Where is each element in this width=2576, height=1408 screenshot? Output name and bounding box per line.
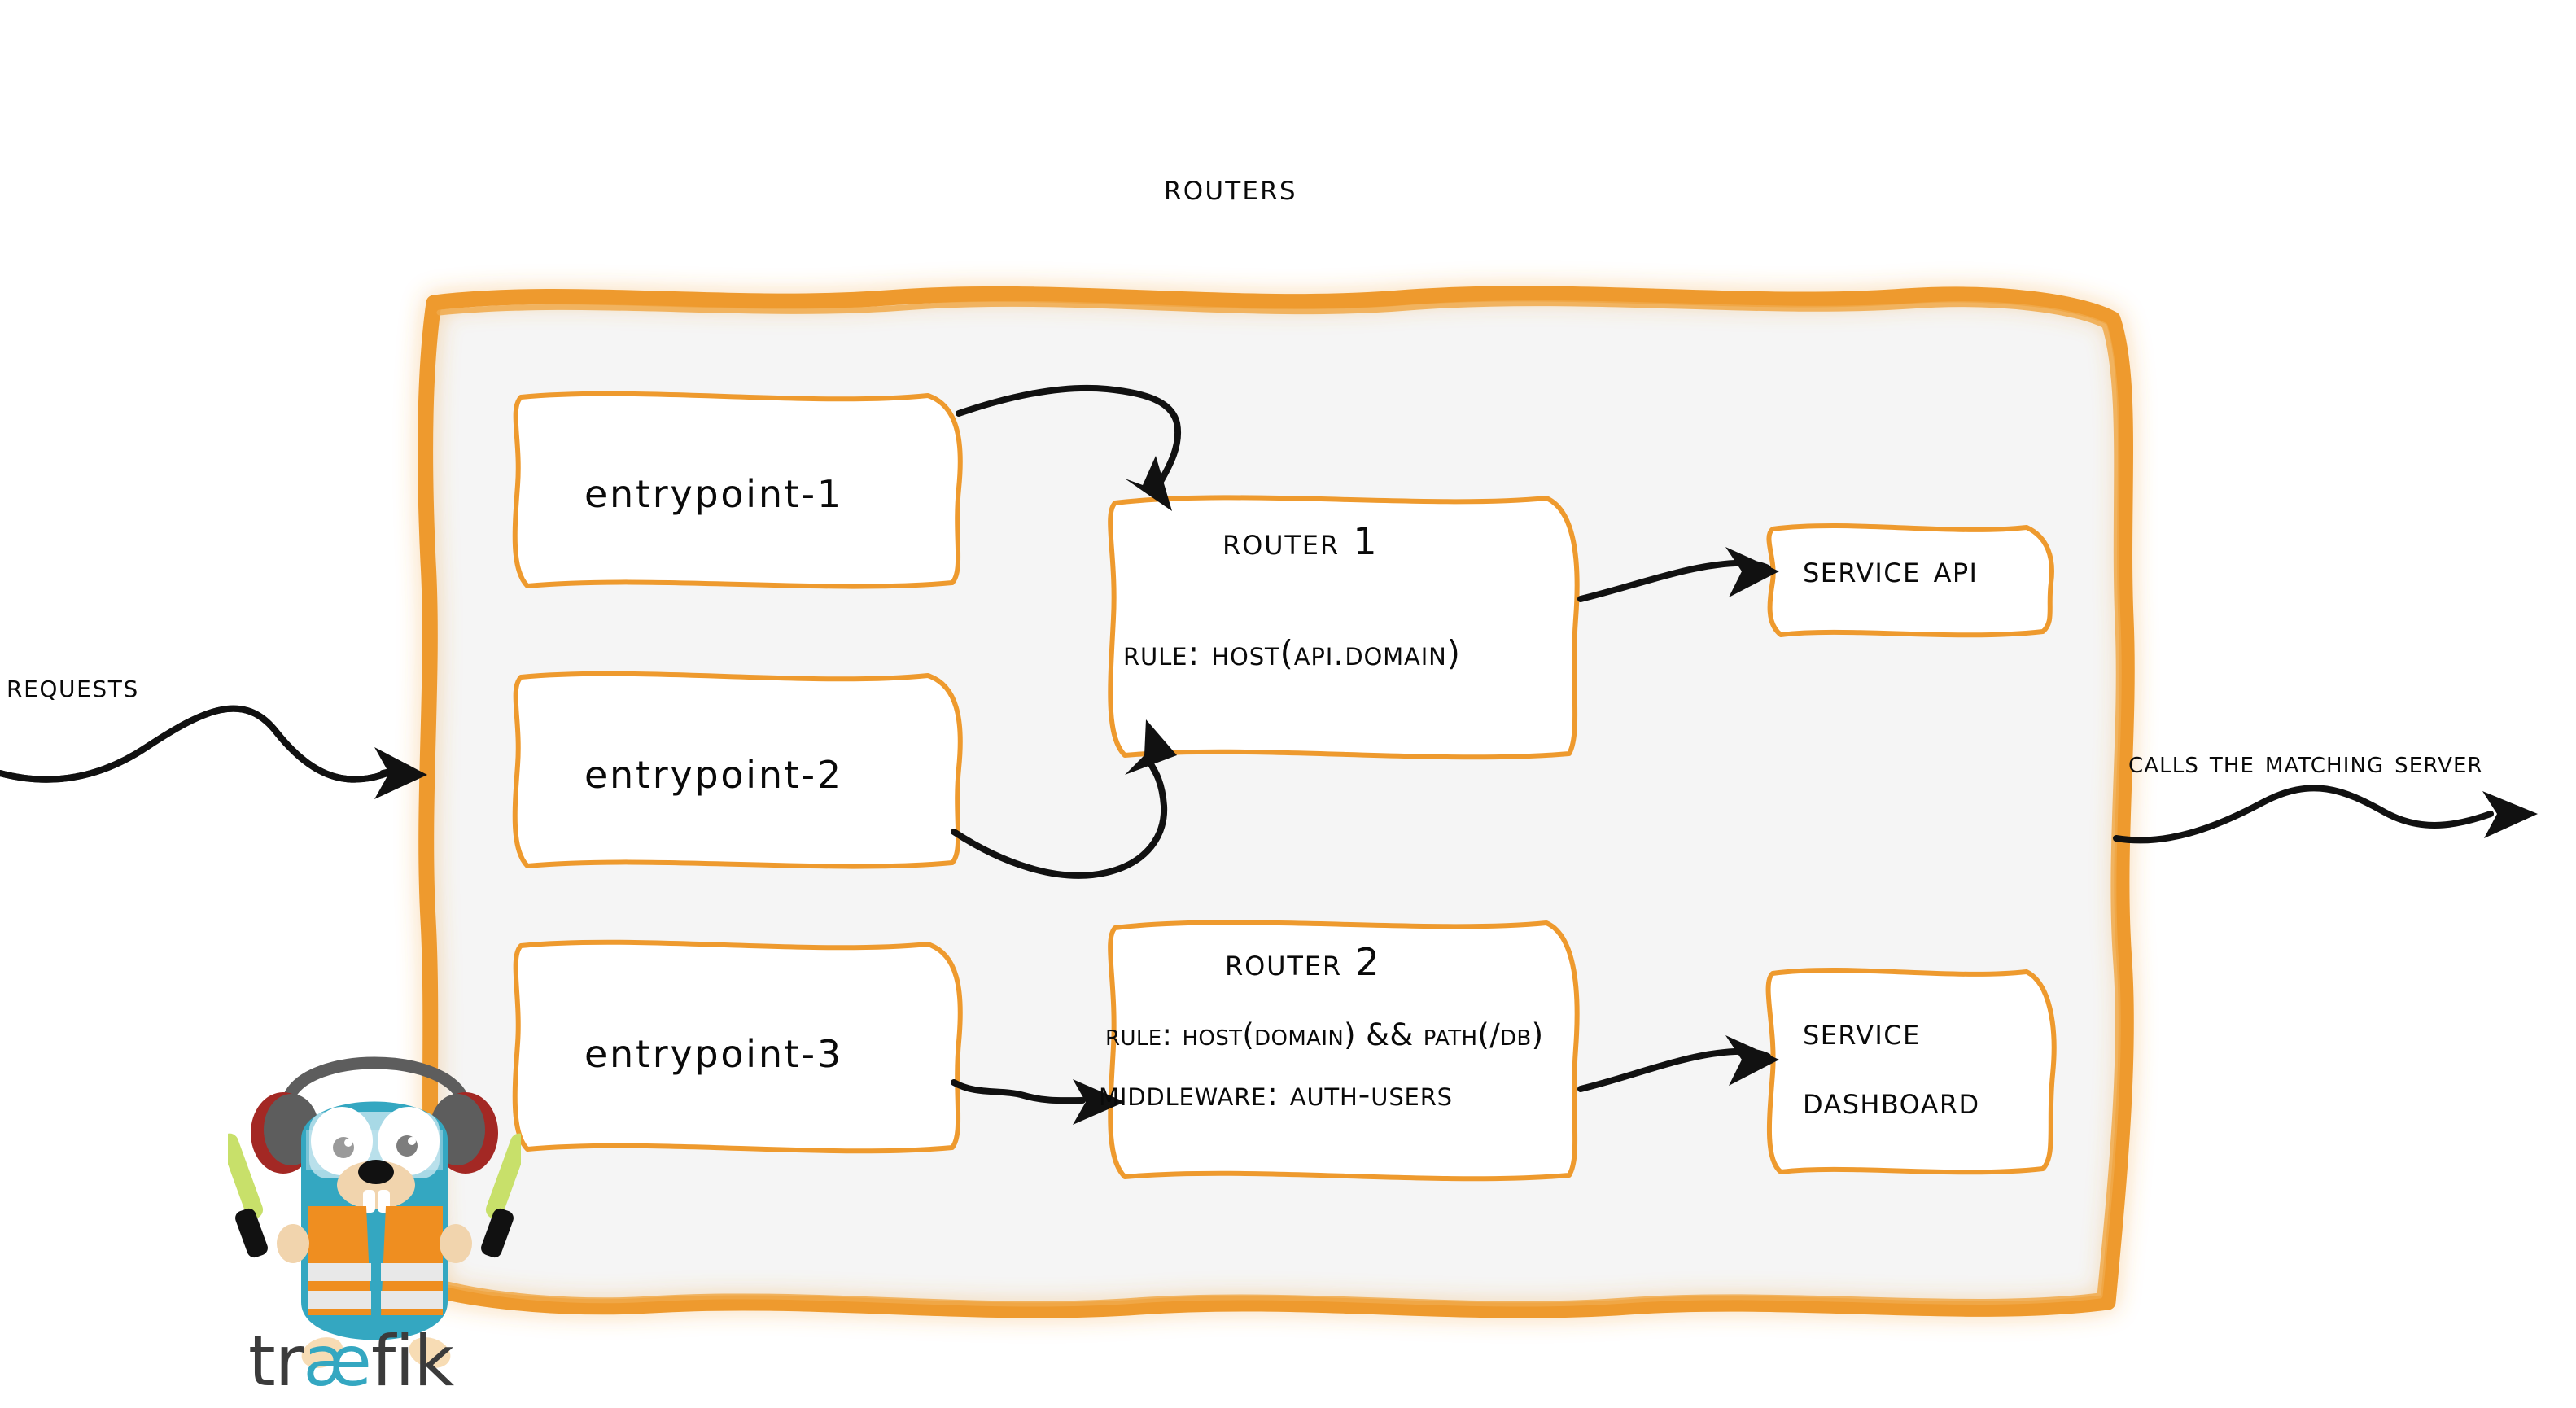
router-2-title: Router 2	[1225, 940, 1381, 984]
router-1-rule: rule: Host(api.domain)	[1123, 633, 1461, 673]
wand-left-icon	[228, 1133, 268, 1258]
hand-right-icon	[440, 1224, 472, 1263]
routers-panel	[418, 286, 2135, 1318]
arrow-ep1-router1	[956, 384, 1182, 496]
nose-icon	[358, 1160, 394, 1184]
headphone-band-icon	[282, 1056, 469, 1104]
arrowhead-svcdash	[1725, 1035, 1779, 1086]
entrypoint-2-label: entrypoint-2	[584, 753, 843, 797]
arrow-router2-svcdash	[1577, 1047, 1771, 1092]
service-dashboard-label-line2: Dashboard	[1803, 1078, 1980, 1122]
wordmark-fik: fik	[370, 1321, 454, 1402]
router-2-middleware: Middleware: auth-users	[1099, 1074, 1453, 1113]
arrow-ep3-router2	[951, 1079, 1086, 1104]
arrow-router1-svcapi	[1577, 559, 1771, 602]
arrow-requests-2	[0, 705, 386, 783]
arrowhead-ep2	[1125, 719, 1177, 775]
arrowhead-svcapi	[1725, 547, 1779, 597]
arrowhead-ep1	[1125, 456, 1172, 511]
eye-glint-right-icon	[408, 1137, 416, 1145]
entrypoint-1-label: entrypoint-1	[584, 472, 843, 516]
traefik-wordmark: træfik	[248, 1327, 454, 1397]
hand-left-icon	[277, 1224, 309, 1263]
service-dashboard-label-line1: Service	[1803, 1009, 1921, 1053]
calls-matching-server-caption: Calls the matching server	[2128, 745, 2483, 780]
foot-left-icon	[301, 1337, 343, 1368]
router-1-title: Router 1	[1222, 519, 1379, 563]
safety-vest-left	[308, 1206, 371, 1315]
vest-stripe-2-right	[381, 1291, 443, 1309]
router-2-rule: rule: Host(domain) && Path(/db)	[1105, 1017, 1544, 1052]
arrowhead-calls	[2482, 791, 2538, 838]
wordmark-ae-ligature: æ	[303, 1321, 371, 1402]
vest-stripe-1-left	[308, 1263, 371, 1281]
vest-stripe-2-left	[308, 1291, 371, 1309]
muzzle-icon	[337, 1161, 415, 1209]
foot-right-icon	[409, 1337, 451, 1368]
arrow-ep2-router1	[951, 759, 1168, 879]
service-api-label: Service API	[1803, 547, 1979, 591]
eye-glint-left-icon	[344, 1139, 352, 1147]
arrow-calls	[2113, 785, 2494, 844]
wordmark-tr: tr	[248, 1321, 304, 1402]
service-boxes	[1765, 523, 2057, 1175]
vest-stripe-1-right	[381, 1263, 443, 1281]
requests-caption: Requests	[7, 667, 139, 705]
entrypoint-3-label: entrypoint-3	[584, 1032, 843, 1076]
arrowhead-requests	[374, 747, 427, 799]
page-title: Routers	[1164, 167, 1297, 208]
arrow-requests	[0, 705, 411, 783]
